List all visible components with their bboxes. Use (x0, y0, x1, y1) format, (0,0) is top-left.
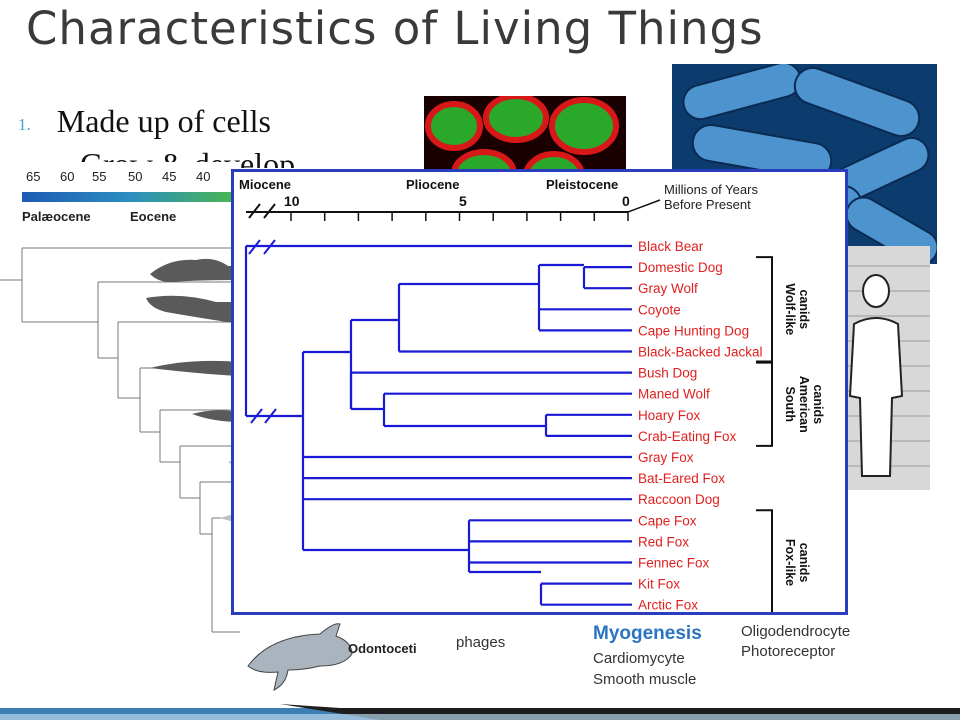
bullet-number: 1. (18, 114, 31, 134)
time-unit-label: Before Present (664, 197, 751, 212)
whale-tick-label: 45 (162, 169, 176, 184)
axis-tick-label: 10 (284, 193, 300, 209)
epoch-label: Pliocene (406, 177, 459, 192)
taxon-label: Bat-Eared Fox (638, 471, 725, 486)
taxon-label: Crab-Eating Fox (638, 429, 737, 444)
taxon-label: Black Bear (638, 239, 704, 254)
taxon-label: Fennec Fox (638, 556, 710, 571)
dolphin-icon (247, 623, 353, 691)
taxon-label: Arctic Fox (638, 598, 698, 612)
canid-phylogeny-chart: Miocene Pliocene Pleistocene Millions of Ye… (231, 169, 848, 615)
taxon-label: Cape Fox (638, 513, 697, 528)
group-label: Fox-like (783, 539, 797, 586)
axis-tick-label: 5 (459, 193, 467, 209)
cardiomyocyte-label: Cardiomycyte (593, 650, 685, 667)
group-bracket (756, 361, 773, 447)
smooth-muscle-label: Smooth muscle (593, 671, 697, 688)
group-label: South (783, 387, 797, 422)
cell-types-panel: phages Myogenesis Cardiomycyte Smooth mu… (456, 600, 916, 710)
group-label: canids (797, 289, 811, 329)
group-bracket (756, 509, 773, 612)
bullet-made-up-of-cells: 1. Made up of cells (18, 103, 271, 140)
taxon-label: Maned Wolf (638, 387, 710, 402)
myogenesis-heading: Myogenesis (593, 623, 702, 644)
group-label: canids (811, 384, 825, 424)
taxon-label: Black-Backed Jackal (638, 345, 763, 360)
whale-epoch-label: Palæocene (22, 209, 91, 224)
phagocyte-text: phages (456, 634, 506, 651)
whale-tick-label: 65 (26, 169, 40, 184)
taxon-label: Hoary Fox (638, 408, 701, 423)
bottom-decor-bar (0, 704, 960, 720)
time-axis-pointer (627, 199, 661, 213)
time-unit-label: Millions of Years (664, 182, 758, 197)
photoreceptor-label: Photoreceptor (741, 643, 836, 660)
odontoceti-panel: Odontoceti (240, 614, 456, 714)
taxon-label: Bush Dog (638, 366, 697, 381)
whale-tick-label: 50 (128, 169, 142, 184)
whale-evolution-chart: 65 60 55 50 45 40 Palæocene Eocene (0, 162, 240, 702)
slide-title: Characteristics of Living Things (26, 2, 764, 55)
bullet-text: Made up of cells (56, 103, 271, 139)
epoch-label: Pleistocene (546, 177, 618, 192)
whale-tick-label: 55 (92, 169, 106, 184)
group-bracket (756, 256, 773, 363)
taxon-label: Domestic Dog (638, 260, 723, 275)
axis-break (248, 203, 276, 219)
taxon-label: Cape Hunting Dog (638, 323, 749, 338)
group-label: American (797, 376, 811, 433)
whale-epoch-label: Eocene (130, 209, 176, 224)
group-label: Wolf-like (783, 283, 797, 335)
cell-micrograph-image (424, 96, 626, 176)
oligodendrocyte-label: Oligodendrocyte (741, 623, 851, 640)
taxon-label: Red Fox (638, 534, 689, 549)
taxon-label: Coyote (638, 302, 681, 317)
taxon-label: Kit Fox (638, 577, 680, 592)
taxon-label: Raccoon Dog (638, 492, 720, 507)
group-label: canids (797, 543, 811, 583)
axis-tick-label: 0 (622, 193, 630, 209)
taxon-label: Gray Wolf (638, 281, 698, 296)
whale-tick-label: 60 (60, 169, 74, 184)
epoch-label: Miocene (239, 177, 291, 192)
tree-break (248, 239, 277, 424)
human-figure-image (846, 246, 930, 490)
whale-tick-label: 40 (196, 169, 210, 184)
odontoceti-label: Odontoceti (348, 641, 417, 656)
taxon-label: Gray Fox (638, 450, 694, 465)
